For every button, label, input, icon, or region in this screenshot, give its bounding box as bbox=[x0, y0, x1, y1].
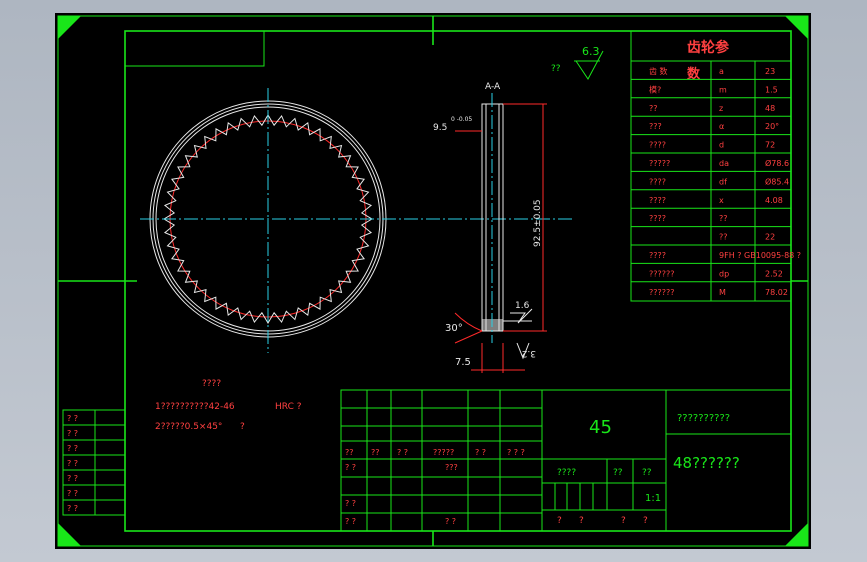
title-sign-label: ? ? bbox=[445, 517, 456, 526]
left-table-cell: ? ? bbox=[67, 414, 78, 423]
weight-header: ?? bbox=[613, 468, 623, 478]
table-title-2: 数 bbox=[687, 66, 701, 82]
gear-param-value: 22 bbox=[765, 233, 775, 242]
gear-front-view bbox=[140, 88, 575, 353]
title-bottom-label: ? bbox=[579, 516, 584, 526]
title-row-label: ?? bbox=[371, 448, 380, 457]
gear-param-symbol: dp bbox=[719, 269, 729, 278]
title-bottom-label: ? bbox=[621, 516, 626, 526]
table-title: 齿轮参 bbox=[687, 39, 730, 56]
gear-param-symbol: a bbox=[719, 67, 724, 76]
gear-param-name: 齿 数 bbox=[649, 66, 668, 76]
gear-param-value: 4.08 bbox=[765, 196, 783, 205]
title-block: ????? ??????? ?? ? ?? ????? ?? ?? ? 45 ?… bbox=[340, 389, 792, 532]
gear-param-symbol: df bbox=[719, 177, 727, 186]
notes-line2: 2?????0.5×45° bbox=[155, 422, 222, 432]
notes-title: ???? bbox=[202, 379, 221, 389]
gear-param-symbol: m bbox=[719, 85, 727, 94]
dim-width-tol: 0 -0.05 bbox=[451, 116, 472, 123]
title-row-label: ?? bbox=[345, 448, 354, 457]
roughness-main: 6.3 bbox=[582, 45, 600, 58]
title-row-label: ????? bbox=[433, 448, 454, 457]
section-view: A-A 9.5 0 -0.05 92.5±0.05 30° 7.5 1.6 3.… bbox=[433, 82, 547, 373]
left-table-cell: ? ? bbox=[67, 429, 78, 438]
gear-param-name: ?? bbox=[649, 104, 658, 113]
gear-param-value: 1.5 bbox=[765, 85, 778, 94]
gear-param-symbol: x bbox=[719, 196, 724, 205]
gear-param-value: 20° bbox=[765, 122, 779, 131]
gear-param-name: ?????? bbox=[649, 288, 674, 297]
gear-param-symbol: α bbox=[719, 122, 724, 131]
gear-param-value: 23 bbox=[765, 67, 775, 76]
left-table-cell: ? ? bbox=[67, 444, 78, 453]
gear-param-symbol: M bbox=[719, 288, 726, 297]
gear-param-name: ???? bbox=[649, 177, 666, 186]
section-label: A-A bbox=[485, 82, 501, 92]
left-table-cell: ? ? bbox=[67, 504, 78, 513]
left-revision-table: ? ? ? ? ? ? ? ? ? ? ? ? ? ? bbox=[62, 409, 126, 516]
gear-param-name: ???? bbox=[649, 196, 666, 205]
drawing-canvas: A-A 9.5 0 -0.05 92.5±0.05 30° 7.5 1.6 3.… bbox=[57, 15, 809, 547]
scale-header: ???? bbox=[557, 468, 576, 478]
title-sign-label: ? ? bbox=[345, 499, 356, 508]
corner-mark bbox=[785, 523, 808, 546]
notes-line1b: HRC ? bbox=[275, 402, 302, 412]
gear-param-name: ?????? bbox=[649, 269, 674, 278]
gear-param-name: 模? bbox=[649, 84, 661, 94]
gear-param-symbol: da bbox=[719, 159, 729, 168]
gear-param-symbol: ?? bbox=[719, 233, 728, 242]
scale: 1:1 bbox=[645, 493, 661, 504]
dim-diameter: 92.5±0.05 bbox=[533, 199, 543, 247]
company: ?????????? bbox=[677, 413, 730, 424]
title-sign-label: ??? bbox=[445, 463, 458, 472]
material: 45 bbox=[589, 417, 612, 438]
gear-param-name: ????? bbox=[649, 159, 670, 168]
title-sign-label: ? ? bbox=[345, 463, 356, 472]
gear-param-name: ???? bbox=[649, 141, 666, 150]
gear-param-value: Ø85.4 bbox=[765, 176, 789, 186]
left-table-cell: ? ? bbox=[67, 489, 78, 498]
roughness-bottom: 3.2 bbox=[522, 348, 536, 358]
gear-param-value: 78.02 bbox=[765, 288, 788, 297]
title-row-label: ? ? bbox=[397, 448, 408, 457]
corner-mark bbox=[58, 523, 81, 546]
gear-param-name: ???? bbox=[649, 214, 666, 223]
title-row-label: ? ? ? bbox=[507, 448, 525, 457]
roughness-small: 1.6 bbox=[515, 301, 530, 311]
gear-param-symbol: d bbox=[719, 141, 724, 150]
title-sign-label: ? ? bbox=[345, 517, 356, 526]
drawing-name: 48?????? bbox=[673, 454, 740, 472]
notes-line2b: ? bbox=[240, 422, 245, 432]
gear-param-value: 2.52 bbox=[765, 269, 783, 278]
left-table-cell: ? ? bbox=[67, 459, 78, 468]
notes-line1: 1??????????42-46 bbox=[155, 402, 235, 412]
dim-angle: 30° bbox=[445, 323, 463, 334]
dim-width-top: 9.5 bbox=[433, 123, 447, 133]
gear-param-symbol: ?? bbox=[719, 214, 728, 223]
gear-param-symbol: z bbox=[719, 104, 723, 113]
title-row-label: ? ? bbox=[475, 448, 486, 457]
gear-parameter-table: 齿轮参 数 齿 数 a 23 模? m 1.5?? z 48??? α 20°???? d 72???… bbox=[630, 30, 801, 302]
gear-param-value: 72 bbox=[765, 141, 775, 150]
gear-param-symbol: 9FH ? GB10095-88 ? bbox=[719, 251, 801, 260]
code-box bbox=[124, 30, 265, 67]
gear-param-name: ??? bbox=[649, 122, 662, 131]
gear-param-value: 48 bbox=[765, 104, 775, 113]
roughness-q: ?? bbox=[551, 64, 561, 74]
gear-param-name: ???? bbox=[649, 251, 666, 260]
scale-hdr2: ?? bbox=[642, 468, 652, 478]
drawing-sheet: A-A 9.5 0 -0.05 92.5±0.05 30° 7.5 1.6 3.… bbox=[55, 13, 811, 549]
dim-chamfer: 7.5 bbox=[455, 357, 471, 368]
corner-mark bbox=[785, 16, 808, 39]
title-bottom-label: ? bbox=[557, 516, 562, 526]
gear-param-value: Ø78.6 bbox=[765, 158, 789, 168]
corner-mark bbox=[58, 16, 81, 39]
title-bottom-label: ? bbox=[643, 516, 648, 526]
left-table-cell: ? ? bbox=[67, 474, 78, 483]
